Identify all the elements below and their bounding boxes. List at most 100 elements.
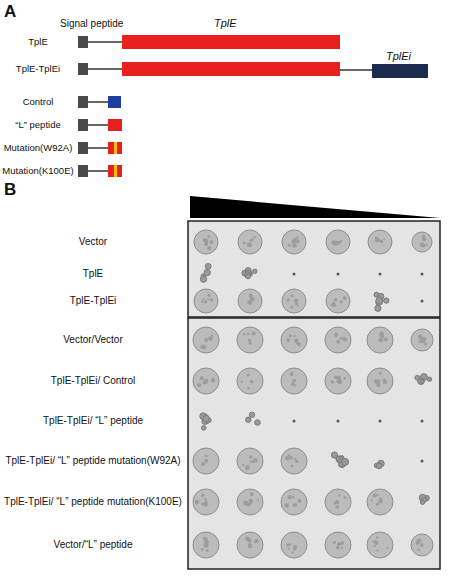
spot-texture [343,377,346,380]
growth-spot [237,448,263,474]
row-label: TplE-TplEi/ Control [4,375,182,387]
spot-texture [248,544,252,548]
spot-texture [417,538,422,543]
spot-texture [201,548,204,551]
spot-texture [335,505,339,509]
row-label: Vector/“L” peptide [4,539,182,551]
spot-texture [338,494,340,496]
spot-texture [376,549,378,551]
spot-texture [331,380,335,384]
growth-spot [193,448,219,474]
spot-texture [245,536,250,541]
growth-spot [237,489,263,515]
spot-texture [293,379,297,383]
spot-texture [243,242,246,245]
spot-texture [371,499,373,501]
spot-texture [290,372,294,376]
spot-texture [204,498,206,500]
spot-texture [376,503,379,506]
trace-dot [421,460,424,463]
growth-spot [238,289,262,313]
spot-texture [197,383,201,387]
growth-spot [367,327,393,353]
spot-texture [209,240,213,244]
spot-texture [298,500,301,503]
spot-texture [247,374,250,377]
growth-spot [237,327,263,353]
spot-texture [285,503,290,508]
spot-texture [343,337,347,341]
spot-texture [334,298,337,301]
growth-spot [368,230,392,254]
spot-texture [203,537,208,542]
spot-texture [286,298,290,302]
colony [342,458,349,465]
growth-spot [193,489,219,515]
spot-texture [249,240,251,242]
spot-texture [288,244,291,247]
spot-texture [250,297,255,302]
spot-texture [195,500,200,505]
spot-texture [292,496,294,498]
spot-texture [207,246,211,250]
spot-texture [288,495,292,499]
spot-texture [418,341,420,343]
spot-texture [247,243,251,247]
spot-texture [200,345,204,349]
plate-frame [188,221,440,317]
spot-texture [344,496,347,499]
growth-spot [325,532,351,558]
spot-texture [294,335,296,337]
spot-texture [207,294,210,297]
spot-texture [341,547,343,549]
plate-frame [188,318,440,569]
spot-texture [417,549,420,552]
growth-spot [281,368,307,394]
spot-texture [251,381,254,384]
growth-spot [325,368,351,394]
colony [245,272,251,278]
growth-spot [282,289,306,313]
spot-texture [206,455,208,457]
spot-texture [426,244,428,246]
spot-texture [250,492,254,496]
growth-spot [237,532,263,558]
spot-texture [250,380,253,383]
spot-texture [242,464,244,466]
spot-texture [386,547,388,549]
spot-texture [374,379,378,383]
spot-texture [203,536,206,539]
spot-texture [335,332,338,335]
colony [205,263,211,269]
colony [202,426,207,431]
spot-texture [207,298,209,300]
spot-texture [211,335,214,338]
spot-texture [298,499,301,502]
trace-dot [421,300,424,303]
row-label: TplE [4,268,182,280]
spot-texture [333,541,336,544]
dilution-wedge [190,196,440,218]
spot-texture [248,301,252,305]
spot-texture [331,304,334,307]
spot-texture [422,237,426,241]
colony [246,417,251,422]
spot-texture [336,380,339,383]
spot-texture [204,338,208,342]
spot-texture [205,500,208,503]
spot-texture [375,236,378,239]
construct-label: TplE-TplEi [0,64,76,75]
spot-texture [291,295,294,298]
row-label: TplE-TplEi [4,295,182,307]
colony [427,377,431,381]
spot-texture [342,337,345,340]
spot-texture [204,300,208,304]
spot-texture [292,551,294,553]
spot-texture [250,381,252,383]
spot-texture [245,465,250,470]
gene-label: TplE [214,17,274,30]
growth-spot [412,232,432,252]
spot-texture [291,383,294,386]
spot-texture [254,236,256,238]
